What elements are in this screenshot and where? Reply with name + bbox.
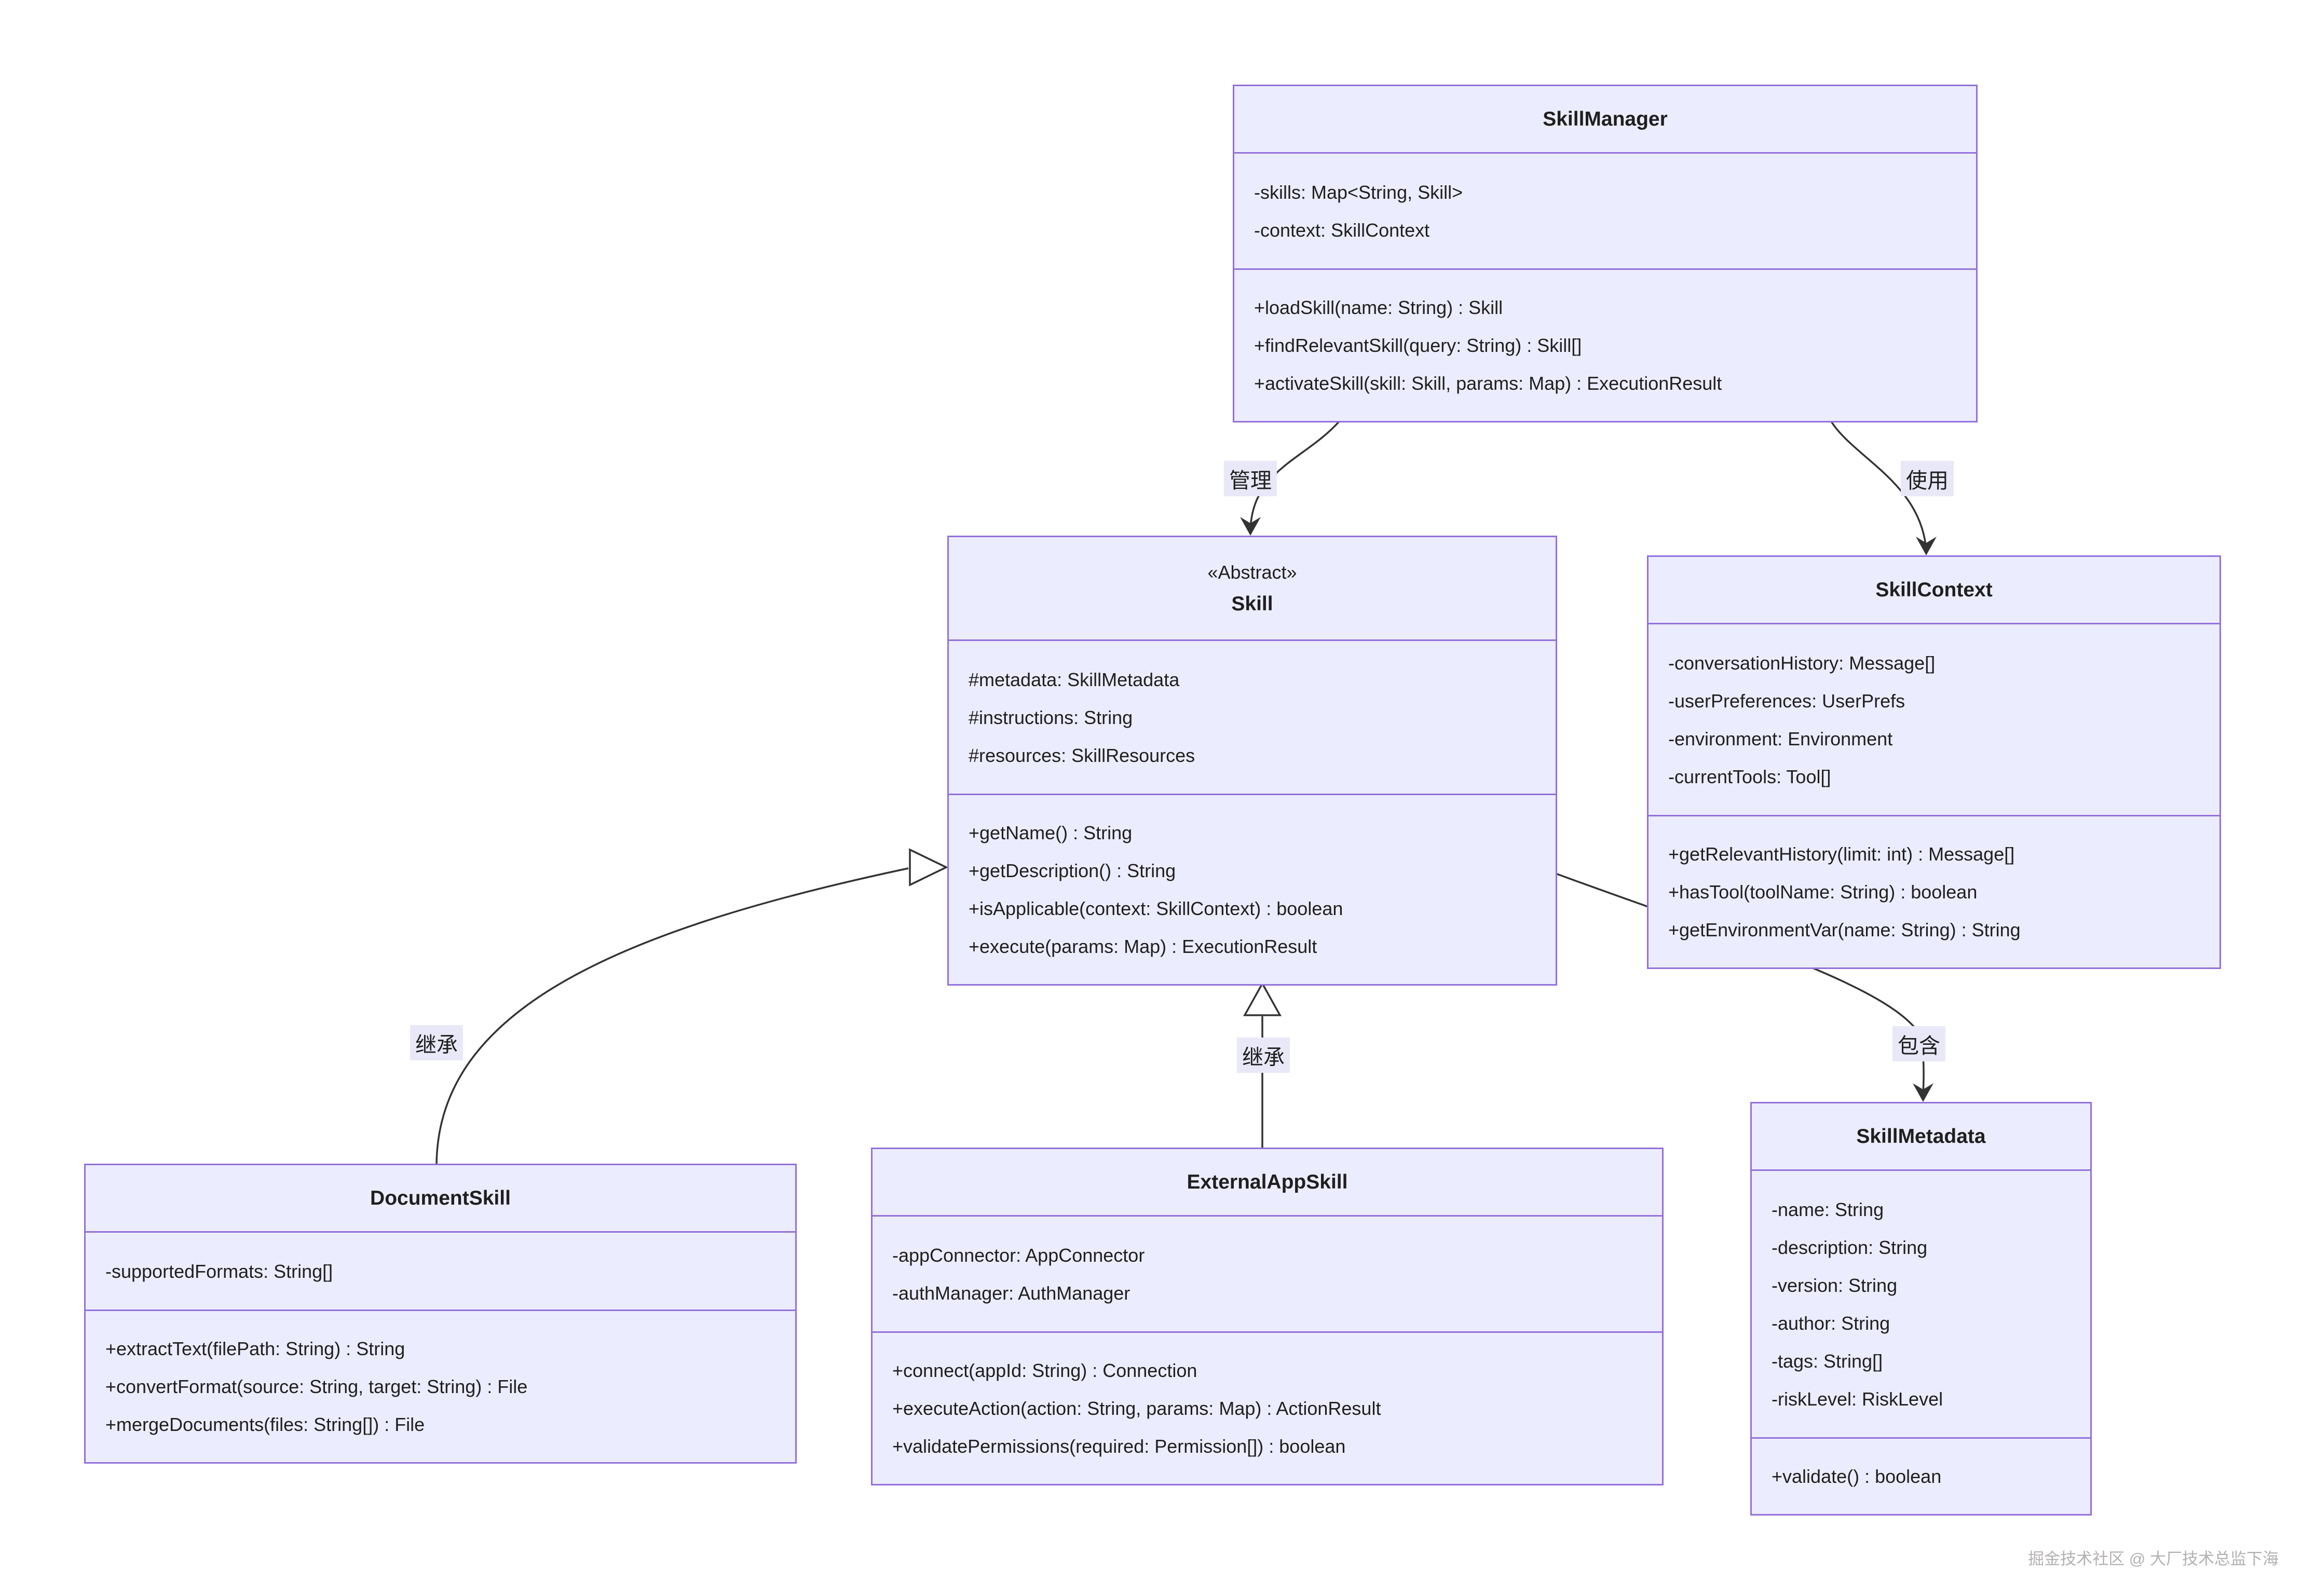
edge-label-contain: 包含 [1892,1026,1945,1061]
attribute: #instructions: String [969,706,1133,728]
class-skillmanager-attributes: -skills: Map<String, Skill> -context: Sk… [1234,154,1976,268]
method: +validate() : boolean [1772,1466,1942,1487]
method: +getRelevantHistory(limit: int) : Messag… [1668,843,2015,865]
class-documentskill-title: DocumentSkill [86,1165,795,1233]
method: +extractText(filePath: String) : String [105,1338,405,1359]
class-skillmetadata-methods: +validate() : boolean [1752,1437,2090,1514]
method: +connect(appId: String) : Connection [892,1360,1197,1381]
edge-inherit-left-line [435,867,909,1164]
class-externalappskill-attributes: -appConnector: AppConnector -authManager… [873,1217,1662,1331]
class-externalappskill-title: ExternalAppSkill [873,1149,1662,1217]
attribute: -version: String [1772,1274,1898,1296]
method: +findRelevantSkill(query: String) : Skil… [1254,335,1582,356]
edge-label-inherit-left: 继承 [410,1025,463,1060]
method: +validatePermissions(required: Permissio… [892,1436,1346,1457]
attribute: -riskLevel: RiskLevel [1772,1388,1943,1410]
attribute: -userPreferences: UserPrefs [1668,690,1905,712]
edge-use-line [1830,421,1927,550]
class-skill-stereotype: «Abstract» [1207,561,1297,583]
method: +convertFormat(source: String, target: S… [105,1376,528,1397]
class-externalappskill: ExternalAppSkill -appConnector: AppConne… [871,1148,1664,1485]
attribute: -tags: String[] [1772,1350,1883,1372]
class-skillcontext: SkillContext -conversationHistory: Messa… [1647,555,2221,969]
inheritance-triangle-left [909,848,949,886]
method: +activateSkill(skill: Skill, params: Map… [1254,373,1722,394]
class-skillmanager-title: SkillManager [1234,86,1976,154]
attribute: -currentTools: Tool[] [1668,766,1831,787]
class-skillcontext-title: SkillContext [1649,557,2219,624]
class-skill-attributes: #metadata: SkillMetadata #instructions: … [949,641,1556,794]
attribute: -skills: Map<String, Skill> [1254,181,1463,203]
attribute: -appConnector: AppConnector [892,1244,1145,1266]
class-skillmanager-methods: +loadSkill(name: String) : Skill +findRe… [1234,268,1976,421]
class-skillmanager: SkillManager -skills: Map<String, Skill>… [1233,85,1978,422]
method: +isApplicable(context: SkillContext) : b… [969,898,1343,919]
inheritance-triangle-mid [1243,981,1282,1016]
class-skillmetadata-title: SkillMetadata [1752,1103,2090,1171]
attribute: #resources: SkillResources [969,744,1195,766]
class-skillmetadata-attributes: -name: String -description: String -vers… [1752,1171,2090,1437]
attribute: -conversationHistory: Message[] [1668,652,1936,674]
class-skillmetadata: SkillMetadata -name: String -description… [1750,1102,2092,1516]
method: +getDescription() : String [969,860,1176,881]
edge-label-inherit-mid: 继承 [1237,1038,1290,1073]
arrowhead-manage [1240,517,1261,536]
class-skill-name: Skill [1231,592,1273,615]
edge-label-use: 使用 [1901,461,1954,496]
attribute: -authManager: AuthManager [892,1282,1130,1304]
class-documentskill-attributes: -supportedFormats: String[] [86,1233,795,1309]
edge-label-manage: 管理 [1224,461,1277,496]
method: +loadSkill(name: String) : Skill [1254,297,1503,318]
watermark-text: 掘金技术社区 @ 大厂技术总监下海 [2028,1550,2279,1568]
class-skillcontext-attributes: -conversationHistory: Message[] -userPre… [1649,624,2219,815]
method: +execute(params: Map) : ExecutionResult [969,936,1317,957]
class-documentskill-methods: +extractText(filePath: String) : String … [86,1309,795,1462]
class-skillcontext-methods: +getRelevantHistory(limit: int) : Messag… [1649,815,2219,967]
class-skill-methods: +getName() : String +getDescription() : … [949,794,1556,984]
class-externalappskill-methods: +connect(appId: String) : Connection +ex… [873,1331,1662,1484]
method: +executeAction(action: String, params: M… [892,1398,1381,1419]
attribute: -description: String [1772,1236,1928,1258]
class-skill-title: «Abstract» Skill [949,537,1556,641]
method: +mergeDocuments(files: String[]) : File [105,1414,425,1435]
arrowhead-contain [1913,1083,1933,1102]
attribute: -name: String [1772,1198,1884,1220]
method: +getName() : String [969,822,1133,843]
class-skill: «Abstract» Skill #metadata: SkillMetadat… [947,536,1557,986]
arrowhead-use [1916,537,1937,555]
attribute: -environment: Environment [1668,728,1893,749]
attribute: -context: SkillContext [1254,219,1430,241]
edge-manage-line [1249,420,1340,531]
attribute: -author: String [1772,1312,1890,1334]
method: +hasTool(toolName: String) : boolean [1668,881,1978,903]
attribute: -supportedFormats: String[] [105,1260,333,1282]
method: +getEnvironmentVar(name: String) : Strin… [1668,919,2021,940]
attribute: #metadata: SkillMetadata [969,669,1180,690]
class-documentskill: DocumentSkill -supportedFormats: String[… [84,1164,797,1464]
